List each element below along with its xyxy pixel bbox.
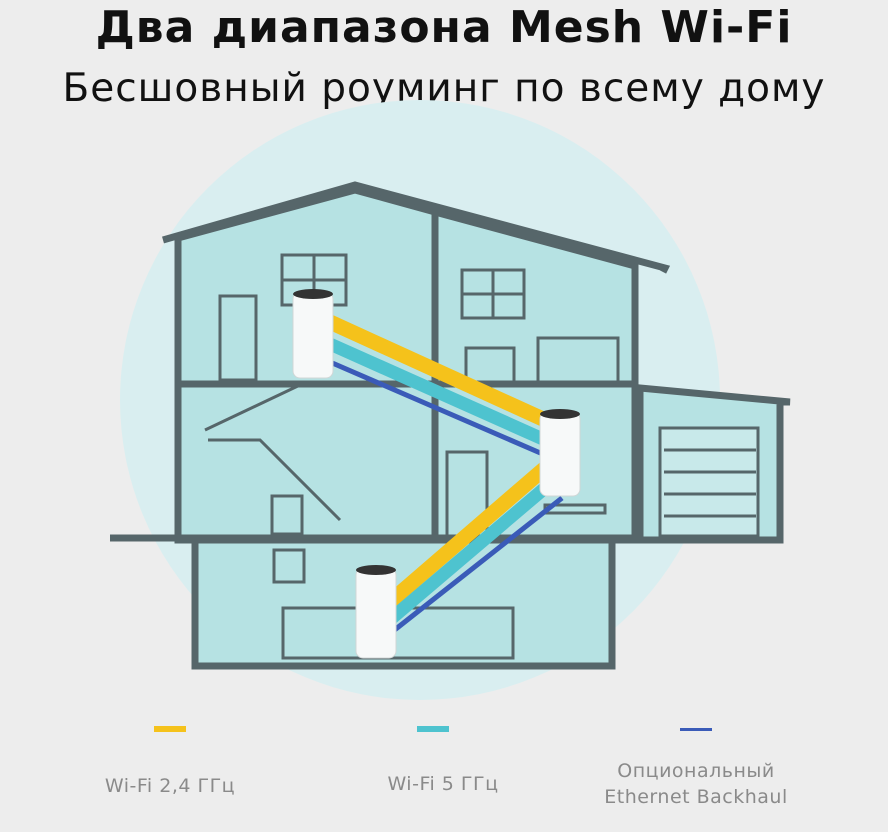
ethernet-link-top (329, 359, 546, 458)
legend-swatch-ethernet (680, 728, 712, 731)
legend-label-wifi-24: Wi-Fi 2,4 ГГц (104, 775, 236, 797)
roof (162, 181, 671, 274)
wifi-24-link-top (326, 315, 549, 427)
furniture (204, 253, 756, 660)
wifi-5-link-bottom (387, 477, 557, 623)
mesh-unit-middle (539, 409, 581, 497)
mesh-unit-basement (355, 565, 397, 659)
legend-swatch-wifi-5 (417, 726, 449, 732)
wifi-24-link-bottom (387, 462, 550, 606)
legend-label-ethernet: Опциональный Ethernet Backhaul (576, 758, 816, 810)
connections (326, 315, 564, 634)
garage-door (658, 426, 760, 538)
page-title: Два диапазона Mesh Wi-Fi (95, 2, 793, 53)
legend-label-ethernet-line1: Опциональный (617, 760, 775, 782)
mesh-unit-upstairs (292, 289, 334, 379)
ethernet-link-bottom (390, 496, 564, 634)
legend-label-wifi-5: Wi-Fi 5 ГГц (387, 773, 499, 795)
legend-swatch-wifi-24 (154, 726, 186, 732)
wifi-5-link-top (327, 338, 548, 446)
house (110, 181, 791, 670)
legend-label-ethernet-line2: Ethernet Backhaul (604, 786, 788, 808)
